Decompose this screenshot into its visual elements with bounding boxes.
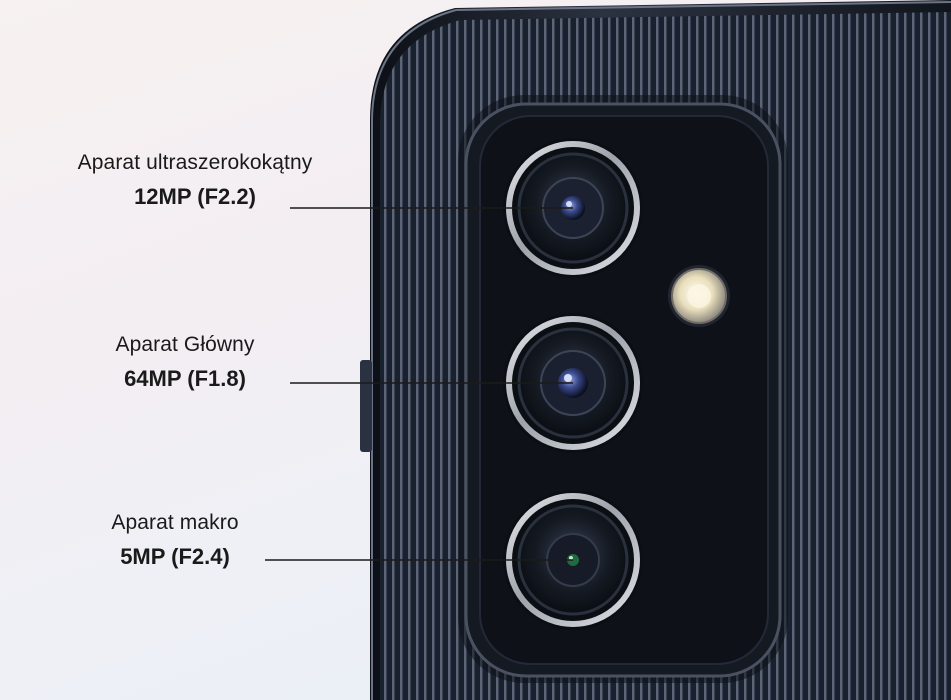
phone-edge-highlight: [371, 1, 951, 700]
main-camera-name: Aparat Główny: [115, 333, 255, 356]
ultrawide-camera-spec: 12MP (F2.2): [134, 184, 256, 209]
ultrawide-camera-name: Aparat ultraszerokokątny: [77, 151, 313, 174]
flash-icon: [668, 265, 730, 327]
side-button: [360, 360, 372, 452]
macro-camera-spec: 5MP (F2.4): [120, 544, 230, 569]
ultrawide-camera-label: Aparat ultraszerokokątny 12MP (F2.2): [40, 150, 350, 212]
macro-camera-name: Aparat makro: [111, 511, 239, 534]
macro-camera-label: Aparat makro 5MP (F2.4): [70, 510, 280, 572]
main-camera-spec: 64MP (F1.8): [124, 366, 246, 391]
main-camera-label: Aparat Główny 64MP (F1.8): [60, 332, 310, 394]
